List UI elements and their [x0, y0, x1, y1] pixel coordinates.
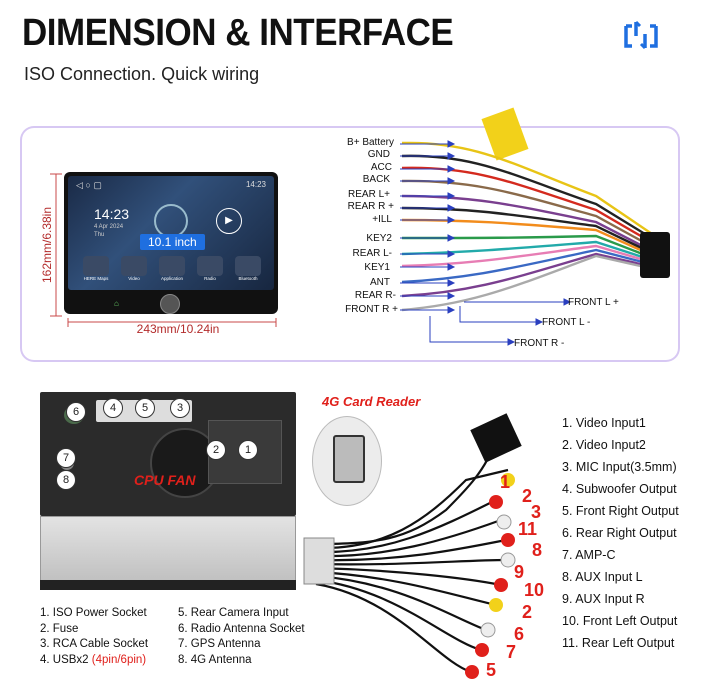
status-time: 14:23 [245, 180, 266, 189]
app-video[interactable]: Video [120, 256, 148, 286]
width-dimension-line [67, 318, 277, 327]
home-day: Thu [94, 232, 105, 238]
chassis-base [40, 580, 296, 590]
front-wire-arrows [429, 298, 572, 346]
rca-output-4: 4. Subwoofer Output [562, 482, 677, 496]
interface-logo-icon [624, 20, 658, 50]
home-clock: 14:23 [94, 206, 130, 222]
rca-output-10: 10. Front Left Output [562, 614, 678, 628]
badge-5: 5 [135, 398, 155, 418]
app-bluetooth[interactable]: Bluetooth [234, 256, 262, 286]
wire-label-ant: ANT [370, 277, 390, 288]
badge-2: 2 [206, 440, 226, 460]
wire-label-key2: KEY2 [366, 233, 392, 244]
rca-num-1: 1 [500, 472, 511, 492]
home-button-icon[interactable]: ⌂ [114, 299, 119, 308]
app-radio[interactable]: Radio [196, 256, 224, 286]
height-dimension-line [50, 173, 62, 317]
volume-knob-icon[interactable] [160, 294, 180, 314]
size-badge: 10.1 inch [140, 234, 205, 250]
legend-item-4: 4. USBx2 (4pin/6pin) [40, 653, 147, 666]
rca-output-list: 1. Video Input1 2. Video Input2 3. MIC I… [562, 412, 679, 654]
sim-slot-icon [333, 435, 365, 483]
rca-num-7: 7 [506, 642, 517, 662]
wire-arrows [400, 140, 456, 314]
legend-item-5: 5. Rear Camera Input [178, 607, 289, 619]
badge-7: 7 [56, 448, 76, 468]
badge-1: 1 [238, 440, 258, 460]
back-legend-mid: 5. Rear Camera Input 6. Radio Antenna So… [178, 606, 305, 668]
badge-3: 3 [170, 398, 190, 418]
rca-num-6: 6 [514, 624, 525, 644]
rca-num-8: 8 [532, 540, 543, 560]
cpu-fan-label: CPU FAN [134, 472, 196, 488]
wire-label-rear-l-plus: REAR L+ [348, 189, 390, 200]
wire-label-front-l-plus: FRONT L + [568, 297, 619, 308]
back-legend-left: 1. ISO Power Socket 2. Fuse 3. RCA Cable… [40, 606, 148, 668]
badge-4: 4 [103, 398, 123, 418]
rca-output-11: 11. Rear Left Output [562, 636, 675, 650]
chassis-case [40, 516, 296, 588]
rca-output-7: 7. AMP-C [562, 548, 616, 562]
rca-output-1: 1. Video Input1 [562, 416, 646, 430]
rca-output-2: 2. Video Input2 [562, 438, 646, 452]
wire-label-back: BACK [362, 174, 390, 185]
head-unit-screen: ◁ ○ ▢ 14:23 14:23 4 Apr 2024 Thu ▶ 10.1 … [68, 176, 274, 290]
rca-num-5: 5 [486, 660, 497, 680]
play-icon[interactable]: ▶ [216, 208, 242, 234]
page-title: DIMENSION & INTERFACE [22, 12, 454, 54]
legend-item-4-pins: (4pin/6pin) [91, 653, 147, 666]
rca-output-6: 6. Rear Right Output [562, 526, 677, 540]
app-application[interactable]: Application [158, 256, 186, 286]
legend-item-2: 2. Fuse [40, 622, 79, 635]
wire-label-rear-l-minus: REAR L- [352, 248, 392, 259]
wire-label-front-r-minus: FRONT R - [514, 338, 565, 349]
rca-num-9: 9 [514, 562, 525, 582]
wire-label-rear-r-plus: REAR R + [347, 201, 394, 212]
app-here-maps[interactable]: HERE Maps [82, 256, 110, 286]
rca-output-3: 3. MIC Input(3.5mm) [562, 460, 677, 474]
legend-item-6: 6. Radio Antenna Socket [178, 622, 305, 635]
badge-6: 6 [66, 402, 86, 422]
badge-8: 8 [56, 470, 76, 490]
wire-label-front-l-minus: FRONT L - [542, 317, 591, 328]
width-dimension-label: 243mm/10.24in [136, 322, 220, 336]
rca-output-9: 9. AUX Input R [562, 592, 645, 606]
wire-label-gnd: GND [367, 149, 390, 160]
rca-num-3: 3 [531, 502, 542, 522]
speedometer-icon [154, 204, 188, 238]
legend-item-3: 3. RCA Cable Socket [40, 638, 149, 650]
wire-label-front-r-plus: FRONT R + [345, 304, 398, 315]
rca-num-10: 10 [524, 580, 545, 600]
page-subtitle: ISO Connection. Quick wiring [24, 64, 260, 84]
rca-num-2: 2 [522, 486, 533, 506]
wire-label-rear-r-minus: REAR R- [354, 290, 396, 301]
height-dimension-label: 162mm/6.38in [40, 206, 54, 284]
rca-output-5: 5. Front Right Output [562, 504, 679, 518]
rca-cable-bundle [303, 413, 522, 679]
home-date: 4 Apr 2024 [94, 224, 124, 230]
rca-output-8: 8. AUX Input L [562, 570, 643, 584]
rca-num-2b: 2 [522, 602, 533, 622]
wire-label-b-battery: B+ Battery [347, 137, 394, 148]
legend-item-8: 8. 4G Antenna [178, 653, 252, 666]
app-dock: HERE Maps Video Application Radio Blueto… [82, 256, 262, 286]
legend-item-7: 7. GPS Antenna [178, 638, 261, 650]
card-reader-closeup [312, 416, 382, 506]
card-reader-label: 4G Card Reader [322, 394, 421, 409]
head-unit-device: ◁ ○ ▢ 14:23 14:23 4 Apr 2024 Thu ▶ 10.1 … [64, 172, 278, 314]
legend-item-1: 1. ISO Power Socket [40, 607, 147, 619]
wire-label-ill: +ILL [372, 214, 392, 225]
wire-label-acc: ACC [370, 162, 392, 173]
rca-num-11: 11 [518, 519, 538, 539]
nav-icons: ◁ ○ ▢ [76, 180, 102, 190]
wire-label-key1: KEY1 [364, 262, 390, 273]
